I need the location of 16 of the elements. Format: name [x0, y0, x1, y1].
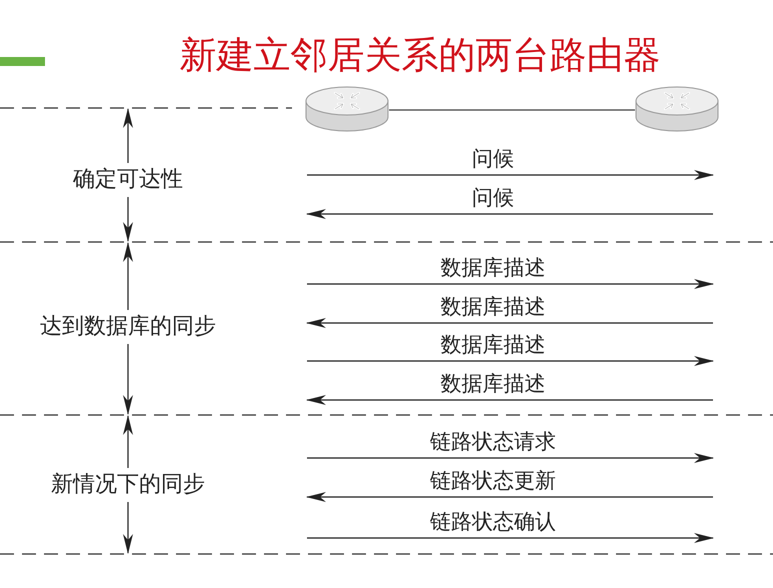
arrow-label: 链路状态确认	[430, 512, 556, 532]
arrow-label: 链路状态请求	[430, 432, 556, 452]
arrow-label: 问候	[472, 188, 514, 208]
link-line	[389, 109, 635, 111]
phase-label: 确定可达性	[73, 169, 183, 191]
title: 新建立邻居关系的两台路由器	[180, 36, 660, 74]
router-icon	[305, 86, 389, 132]
phase-label: 达到数据库的同步	[40, 316, 216, 338]
arrow-label: 数据库描述	[440, 334, 546, 356]
arrow-label: 数据库描述	[440, 296, 546, 318]
arrow-label: 数据库描述	[440, 258, 546, 278]
arrow-label: 问候	[472, 148, 514, 170]
phase-label: 新情况下的同步	[51, 474, 205, 496]
router-icon	[635, 86, 719, 132]
arrow-label: 链路状态更新	[430, 470, 556, 492]
arrow-label: 数据库描述	[440, 374, 546, 394]
